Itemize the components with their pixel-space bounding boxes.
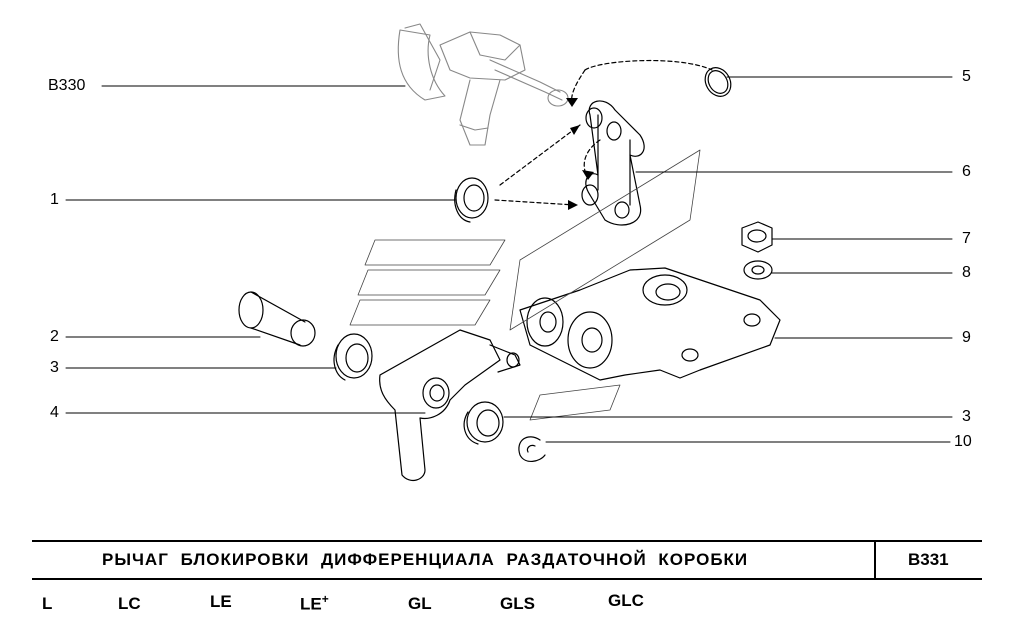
leader-lines — [65, 76, 953, 443]
part-10-clip — [518, 436, 546, 462]
part-2-pin — [238, 291, 316, 347]
variant-le-plus-suffix: + — [321, 592, 329, 606]
part-3-bushing-lower — [463, 401, 504, 445]
diagram-title: РЫЧАГ БЛОКИРОВКИ ДИФФЕРЕНЦИАЛА РАЗДАТОЧН… — [102, 550, 749, 569]
part-3-bushing-upper — [333, 333, 373, 381]
variant-list: L LC LE LE+ GL GLS GLC — [0, 590, 1013, 620]
part-1-bushing — [454, 177, 489, 223]
part-7-nut — [741, 221, 773, 253]
part-8-washer — [743, 260, 773, 280]
callout-7: 7 — [962, 230, 971, 247]
callout-9: 9 — [962, 329, 971, 346]
title-divider — [874, 542, 876, 578]
arrow-heads — [566, 98, 594, 210]
diagram-code: B331 — [908, 550, 949, 569]
b330-reference-assembly — [397, 23, 569, 146]
callout-4: 4 — [50, 404, 59, 421]
variant-l: L — [42, 594, 53, 613]
background-plates — [349, 149, 701, 421]
part-4-lever — [379, 329, 521, 482]
callout-1: 1 — [50, 191, 59, 208]
callout-8: 8 — [962, 264, 971, 281]
variant-glc: GLC — [608, 591, 644, 610]
variant-le-plus: LE+ — [300, 592, 329, 615]
callout-3-left: 3 — [50, 359, 59, 376]
exploded-parts-diagram — [65, 23, 953, 482]
callout-2: 2 — [50, 328, 59, 345]
variant-lc: LC — [118, 594, 141, 613]
part-5-snap-ring — [704, 67, 732, 97]
assembly-arrows — [494, 59, 713, 206]
callout-3-right: 3 — [962, 408, 971, 425]
callout-10: 10 — [954, 433, 972, 450]
variant-le: LE — [210, 592, 232, 611]
variant-gl: GL — [408, 594, 432, 613]
part-6-link — [581, 100, 645, 226]
callout-b330: B330 — [48, 77, 86, 94]
variant-le-plus-label: LE — [300, 594, 322, 614]
variant-gls: GLS — [500, 594, 535, 613]
title-block: РЫЧАГ БЛОКИРОВКИ ДИФФЕРЕНЦИАЛА РАЗДАТОЧН… — [32, 540, 982, 580]
callout-5: 5 — [962, 68, 971, 85]
callout-6: 6 — [962, 163, 971, 180]
part-9-bracket — [519, 267, 781, 381]
